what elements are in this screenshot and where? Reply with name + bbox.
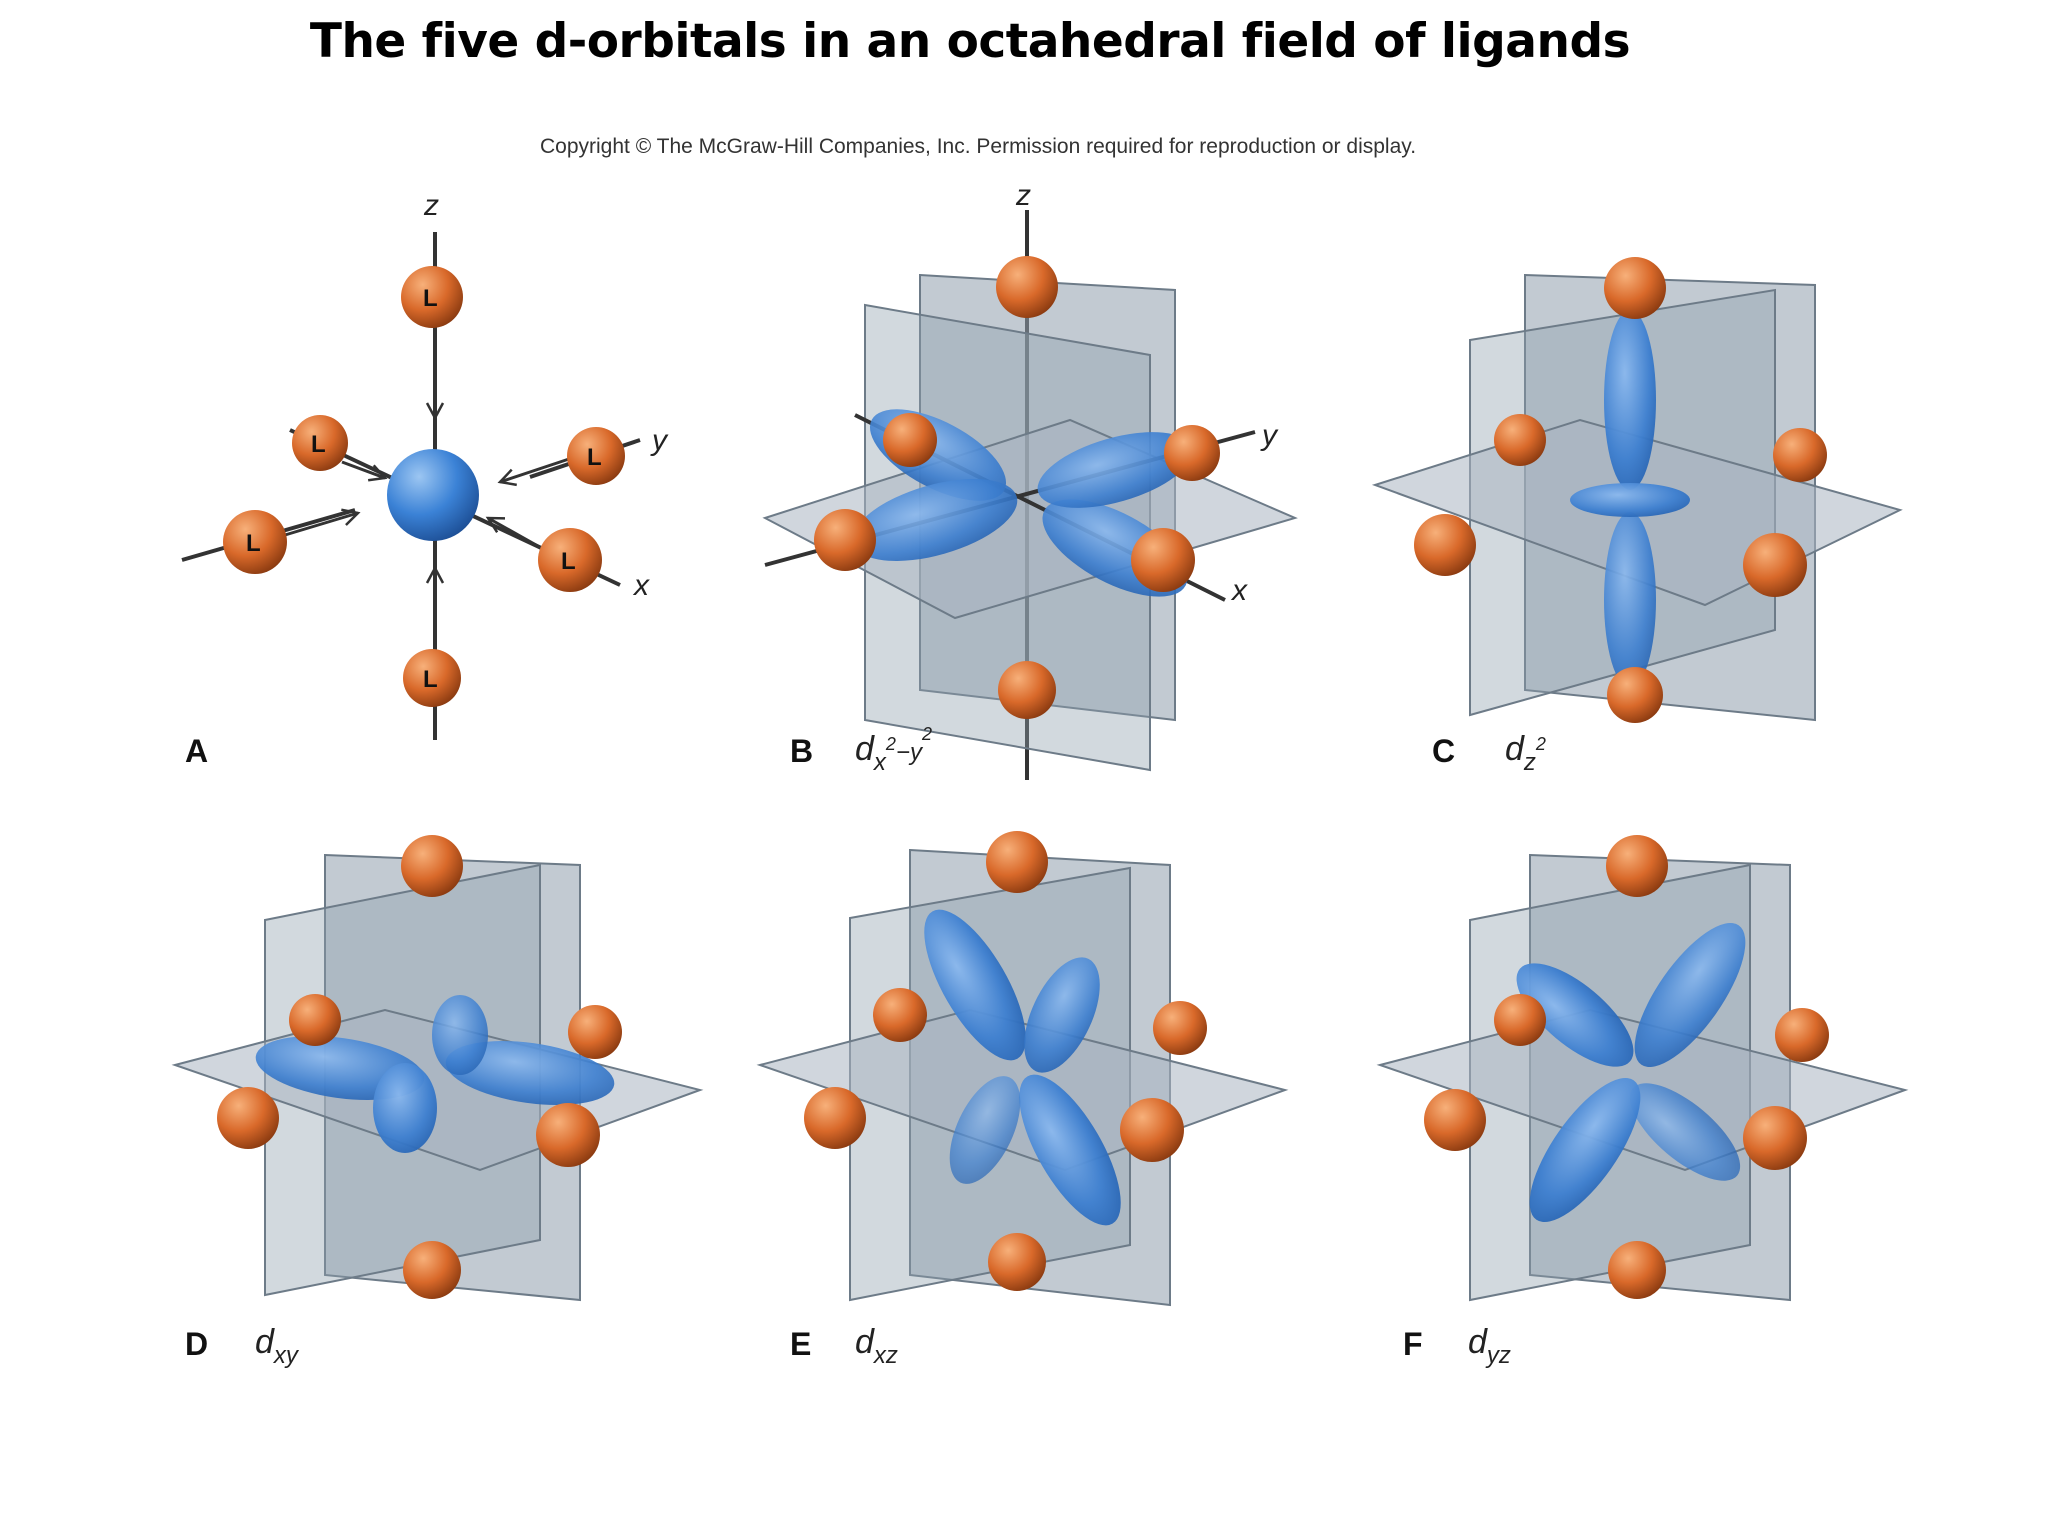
ligand-top: L <box>401 266 463 328</box>
ligand-sphere <box>1743 1106 1807 1170</box>
ligand-sphere <box>403 1241 461 1299</box>
ligand-sphere <box>1120 1098 1184 1162</box>
panel-d: D dxy <box>171 835 704 1369</box>
arrow-front-right <box>485 516 546 552</box>
ligand-sphere <box>1424 1089 1486 1151</box>
ligand-sphere <box>1604 257 1666 319</box>
ligand-sphere <box>1414 514 1476 576</box>
ligand-sphere <box>1494 994 1546 1046</box>
orbital-torus <box>1570 483 1690 517</box>
ligand-left: L <box>223 510 287 574</box>
ligand-label: L <box>423 666 438 693</box>
orbital-lobe <box>445 1041 615 1105</box>
orbital-label: dyz <box>1468 1323 1511 1369</box>
orbital-label: dxz <box>855 1323 898 1369</box>
orbital-lobe <box>1604 512 1656 688</box>
orbital-lobe <box>949 1076 1021 1184</box>
y-axis-label: y <box>650 424 669 457</box>
orbital-lobe <box>432 995 488 1075</box>
x-axis-label: x <box>632 569 650 602</box>
ligand-label: L <box>311 431 326 458</box>
ligand-sphere <box>1494 414 1546 466</box>
arrow-right <box>497 456 573 487</box>
panel-letter: F <box>1403 1326 1423 1362</box>
orbital-lobe <box>1604 310 1656 490</box>
ligand-sphere <box>1607 667 1663 723</box>
orbital-lobe <box>1019 1074 1121 1226</box>
orbital-lobe <box>373 1063 437 1153</box>
panel-letter: C <box>1432 733 1455 769</box>
ligand-sphere <box>986 831 1048 893</box>
ligand-label: L <box>561 548 576 575</box>
ligand-label: L <box>423 285 438 312</box>
metal-ion-sphere <box>387 449 479 541</box>
ligand-sphere <box>883 413 937 467</box>
ligand-sphere <box>1164 425 1220 481</box>
z-axis-label: z <box>1015 179 1031 212</box>
page-title: The five d-orbitals in an octahedral fie… <box>309 14 1631 69</box>
ligand-label: L <box>587 444 602 471</box>
ligand-front-right: L <box>538 528 602 592</box>
panel-letter: B <box>790 733 813 769</box>
ligand-sphere <box>401 835 463 897</box>
ligand-sphere <box>1775 1008 1829 1062</box>
ligand-sphere <box>217 1087 279 1149</box>
ligand-sphere <box>536 1103 600 1167</box>
ligand-sphere <box>1773 428 1827 482</box>
ligand-sphere <box>996 256 1058 318</box>
ligand-label: L <box>246 530 261 557</box>
panel-letter: A <box>185 733 208 769</box>
ligand-sphere <box>1153 1001 1207 1055</box>
ligand-sphere <box>998 661 1056 719</box>
panel-e: E dxz <box>756 831 1289 1369</box>
y-axis-label: y <box>1260 419 1279 452</box>
panel-letter: E <box>790 1326 811 1362</box>
ligand-sphere <box>1608 1241 1666 1299</box>
orbital-lobe <box>1037 432 1193 508</box>
orbital-lobe <box>1629 1083 1741 1181</box>
arrow-back-left <box>341 460 388 482</box>
orbital-label: dz2 <box>1505 730 1546 776</box>
ligand-sphere <box>988 1233 1046 1291</box>
ligand-sphere <box>814 509 876 571</box>
ligand-sphere <box>873 988 927 1042</box>
panel-b: z x y B dx2−y2 <box>762 179 1298 780</box>
panel-c: C dz2 <box>1371 257 1903 776</box>
orbital-lobe <box>852 479 1018 561</box>
orbital-lobe <box>1634 922 1746 1068</box>
orbital-label: dxy <box>255 1323 300 1369</box>
panel-f: F dyz <box>1376 835 1909 1369</box>
ligand-sphere <box>289 994 341 1046</box>
ligand-sphere <box>568 1005 622 1059</box>
orbital-lobe <box>1529 1077 1641 1223</box>
ligand-bottom: L <box>403 649 461 707</box>
orbital-lobe <box>1516 963 1634 1067</box>
ligand-sphere <box>1606 835 1668 897</box>
ligand-back-left: L <box>292 415 348 471</box>
ligand-sphere <box>1131 528 1195 592</box>
orbital-lobe <box>1024 957 1100 1073</box>
orbital-lobe <box>924 909 1026 1061</box>
ligand-sphere <box>1743 533 1807 597</box>
z-axis-label: z <box>423 189 439 222</box>
arrow-left <box>284 508 361 537</box>
ligand-right: L <box>567 427 625 485</box>
orbital-label: dx2−y2 <box>855 724 932 776</box>
panel-letter: D <box>185 1326 208 1362</box>
x-axis-label: x <box>1230 574 1248 607</box>
copyright-notice: Copyright © The McGraw-Hill Companies, I… <box>540 135 1417 158</box>
panel-a: z y x L L L L L <box>181 189 669 769</box>
ligand-sphere <box>804 1087 866 1149</box>
